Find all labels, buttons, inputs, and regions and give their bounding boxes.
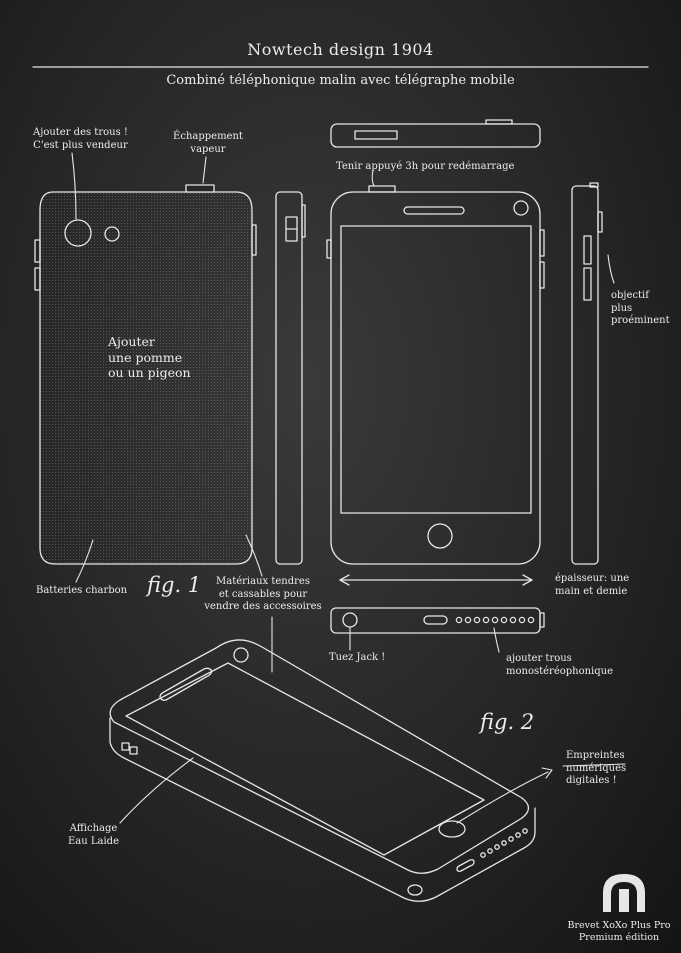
- iso-speaker: [160, 668, 212, 700]
- note-batteries: Batteries charbon: [36, 585, 128, 596]
- speaker-grille: [404, 207, 464, 214]
- iso-speaker-holes: [481, 829, 527, 857]
- note-fingerprints: Empreintes numériques digitales !: [566, 750, 627, 786]
- brand-edition: Premium édition: [578, 931, 660, 943]
- note-stereo-holes: ajouter trous monostéréophonique: [506, 653, 614, 677]
- brand-name: Brevet XoXo Plus Pro: [567, 920, 671, 931]
- figure-1-label: fig. 1: [147, 573, 202, 597]
- headphone-jack-icon: [343, 613, 357, 627]
- note-lens: objectif plus proéminent: [611, 290, 670, 326]
- note-jack: Tuez Jack !: [329, 652, 386, 663]
- side-button-left-2: [35, 268, 40, 290]
- phone-top-view: [331, 120, 540, 147]
- page-title: Nowtech design 1904: [247, 40, 434, 59]
- note-display: Affichage Eau Laide: [68, 823, 120, 847]
- page-subtitle: Combiné téléphonique malin avec télégrap…: [166, 73, 515, 88]
- phone-front-view: [327, 186, 544, 564]
- charging-port: [424, 616, 447, 624]
- leader-lines: [72, 153, 625, 823]
- iso-home-button-icon[interactable]: [439, 821, 465, 837]
- note-materials: Matériaux tendres et cassables pour vend…: [204, 576, 322, 612]
- iso-camera-icon: [234, 648, 248, 662]
- iso-port: [457, 860, 474, 872]
- steam-vent: [186, 185, 214, 192]
- figure-2-label: fig. 2: [480, 710, 535, 734]
- right-side-outline: [572, 186, 598, 564]
- phone-bottom-view: [331, 608, 544, 633]
- front-camera-icon: [514, 201, 528, 215]
- phone-side-view-right: [572, 183, 602, 564]
- note-apple-pigeon: Ajouter une pomme ou un pigeon: [108, 334, 191, 381]
- side-button-right: [252, 225, 256, 255]
- phone-isometric-view: [110, 640, 535, 901]
- phone-back-view: [35, 185, 256, 564]
- bottom-speaker-holes: [456, 617, 533, 622]
- thickness-arrow: [340, 575, 532, 585]
- top-view-outline: [331, 124, 540, 147]
- brand-footer: Brevet XoXo Plus Pro Premium édition: [560, 920, 678, 944]
- iso-bottom-edge: [110, 718, 535, 901]
- volume-up-button[interactable]: [584, 236, 591, 264]
- phone-side-view-left: [276, 192, 305, 564]
- home-button-icon[interactable]: [428, 524, 452, 548]
- bottom-view-outline: [331, 608, 540, 633]
- front-view-outline: [331, 192, 540, 564]
- power-button[interactable]: [369, 186, 395, 192]
- note-thickness: épaisseur: une main et demie: [555, 573, 630, 597]
- note-steam-vent: Échappement vapeur: [173, 131, 243, 155]
- phone-back-outline: [40, 192, 252, 564]
- top-view-slot: [355, 131, 397, 139]
- iso-jack-icon: [408, 885, 422, 895]
- volume-down-button[interactable]: [584, 268, 591, 300]
- side-view-outline: [276, 192, 302, 564]
- camera-lens-icon: [65, 220, 91, 246]
- top-view-button: [486, 120, 512, 124]
- iso-top-face: [110, 640, 528, 873]
- note-hold-restart: Tenir appuyé 3h pour redémarrage: [336, 161, 515, 172]
- iso-screen: [126, 663, 484, 855]
- front-screen: [341, 226, 531, 513]
- iso-side-switch: [122, 743, 129, 750]
- side-button-left: [35, 240, 40, 262]
- note-add-holes: Ajouter des trous ! C'est plus vendeur: [33, 127, 128, 151]
- patent-logo-icon: [603, 874, 645, 912]
- flash-icon: [105, 227, 119, 241]
